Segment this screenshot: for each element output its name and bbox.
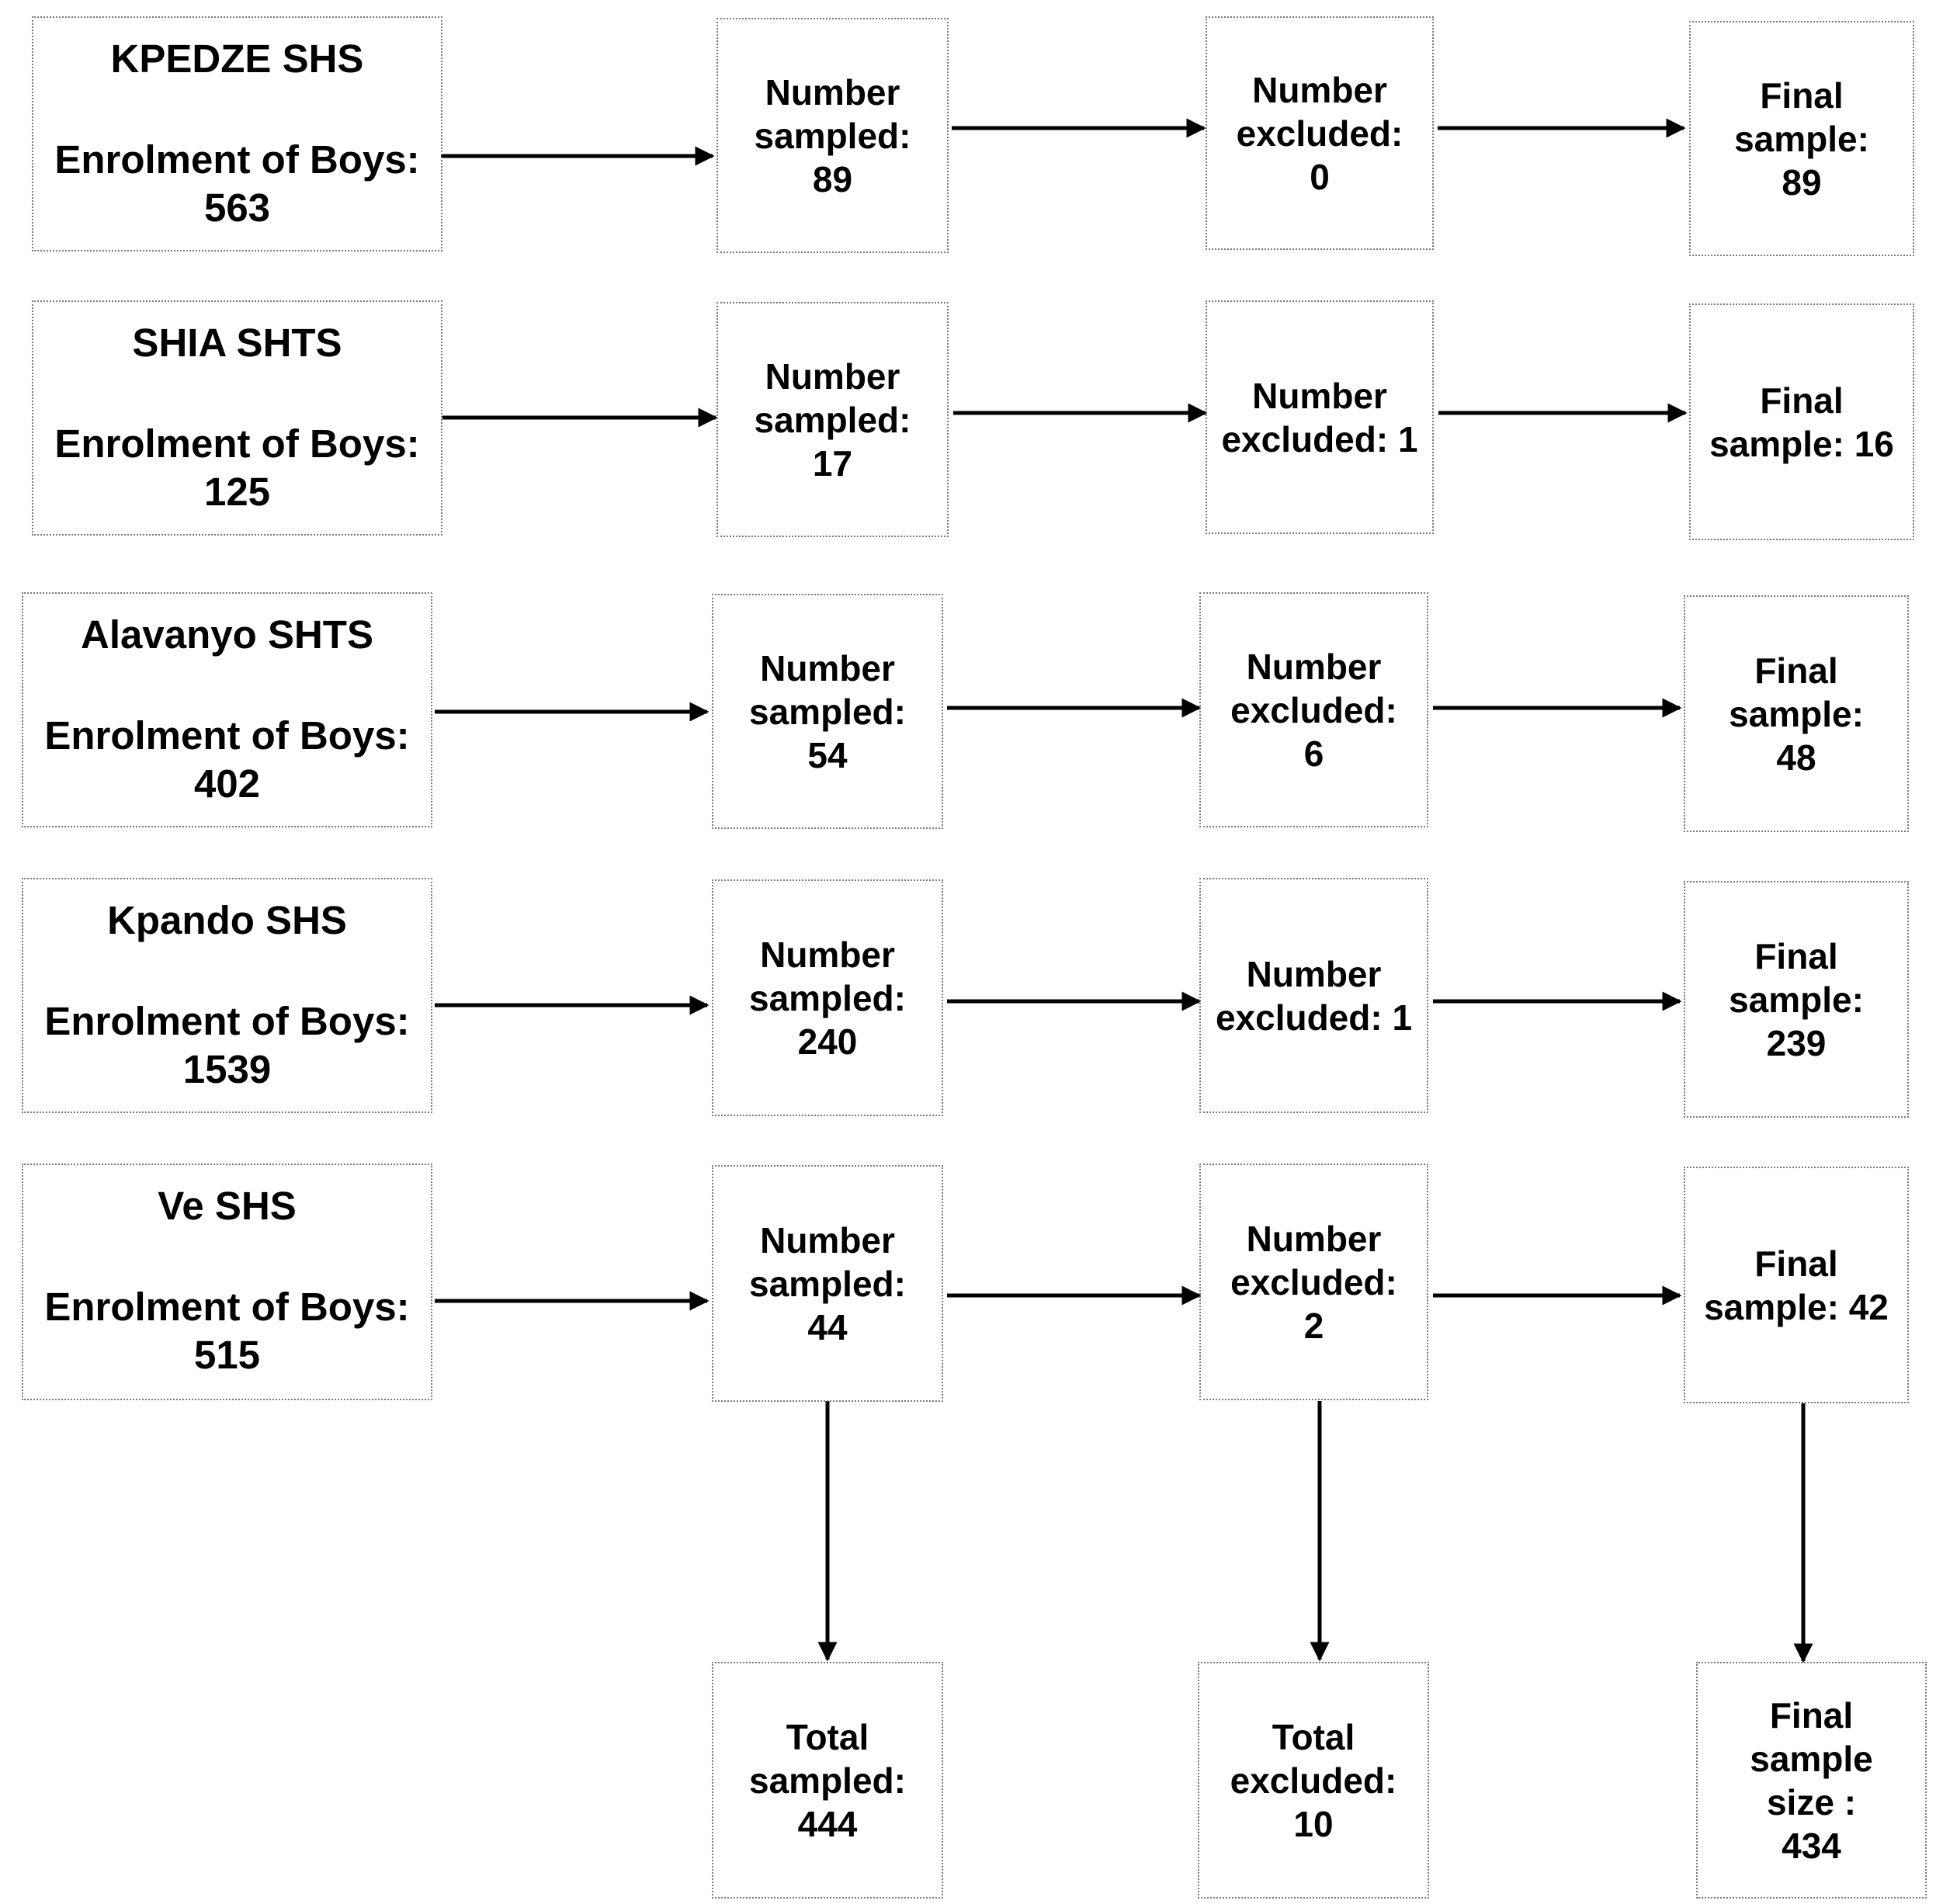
final-box-2: Final sample: 16 bbox=[1689, 303, 1914, 540]
excluded-box-1: Number excluded: 0 bbox=[1206, 16, 1434, 250]
sampled-box-3: Number sampled: 54 bbox=[712, 594, 943, 829]
sampled-line: sampled: bbox=[749, 1263, 906, 1304]
sampled-line: sampled: bbox=[754, 115, 911, 156]
school-name: Kpando SHS bbox=[107, 898, 347, 942]
excluded-value: excluded: 1 bbox=[1215, 997, 1413, 1038]
sampled-line: sampled: bbox=[754, 399, 911, 440]
sampled-box-2: Number sampled: 17 bbox=[716, 302, 949, 537]
final-line: Final bbox=[1760, 75, 1844, 116]
sampled-line: sampled: bbox=[749, 977, 906, 1018]
final-box-1: Final sample: 89 bbox=[1689, 21, 1914, 256]
sampled-line: Number bbox=[760, 1219, 895, 1261]
excluded-value: 2 bbox=[1303, 1305, 1324, 1346]
final-line: Final bbox=[1760, 380, 1844, 421]
excluded-line: Number bbox=[1252, 69, 1387, 110]
excluded-line: Number bbox=[1246, 646, 1382, 687]
final-value: 48 bbox=[1776, 737, 1816, 778]
final-box-5: Final sample: 42 bbox=[1684, 1167, 1909, 1403]
final-sample-size-line: sample bbox=[1750, 1738, 1873, 1779]
sampled-box-5: Number sampled: 44 bbox=[712, 1165, 943, 1402]
excluded-value: 6 bbox=[1303, 733, 1324, 774]
school-box-shia: SHIA SHTS Enrolment of Boys: 125 bbox=[32, 300, 442, 536]
final-line: Final bbox=[1754, 935, 1838, 976]
final-value: 239 bbox=[1766, 1022, 1827, 1063]
school-box-alavanyo: Alavanyo SHTS Enrolment of Boys: 402 bbox=[22, 592, 432, 827]
sampled-value: 17 bbox=[812, 442, 853, 484]
final-sample-size-box: Final sample size : 434 bbox=[1696, 1662, 1927, 1899]
total-sampled-line: sampled: bbox=[749, 1760, 906, 1801]
sampled-line: Number bbox=[760, 934, 895, 975]
excluded-line: Number bbox=[1246, 1218, 1382, 1259]
school-name: SHIA SHTS bbox=[132, 321, 342, 365]
enrolment-value: 1539 bbox=[182, 1047, 272, 1091]
enrolment-value: 402 bbox=[193, 761, 261, 806]
excluded-line: excluded: bbox=[1230, 689, 1397, 730]
total-excluded-box: Total excluded: 10 bbox=[1198, 1662, 1429, 1899]
enrolment-label: Enrolment of Boys: bbox=[44, 713, 410, 758]
excluded-box-2: Number excluded: 1 bbox=[1206, 300, 1434, 534]
sampled-box-1: Number sampled: 89 bbox=[716, 18, 949, 253]
sampled-line: sampled: bbox=[749, 691, 906, 732]
excluded-box-5: Number excluded: 2 bbox=[1199, 1164, 1428, 1400]
sampled-line: Number bbox=[760, 647, 895, 688]
total-sampled-value: 444 bbox=[797, 1803, 858, 1844]
final-sample-size-line: size : bbox=[1766, 1781, 1857, 1822]
enrolment-label: Enrolment of Boys: bbox=[54, 137, 420, 182]
school-box-kpedze: KPEDZE SHS Enrolment of Boys: 563 bbox=[32, 16, 442, 251]
total-sampled-box: Total sampled: 444 bbox=[712, 1662, 943, 1899]
final-value: 89 bbox=[1782, 161, 1822, 203]
excluded-box-3: Number excluded: 6 bbox=[1199, 592, 1428, 827]
school-box-ve: Ve SHS Enrolment of Boys: 515 bbox=[22, 1164, 432, 1400]
final-line: Final bbox=[1754, 1243, 1838, 1284]
excluded-value: excluded: 1 bbox=[1221, 418, 1418, 460]
final-line: Final bbox=[1754, 650, 1838, 691]
sampled-line: Number bbox=[765, 355, 900, 397]
final-value: sample: 42 bbox=[1704, 1286, 1889, 1327]
school-name: Alavanyo SHTS bbox=[81, 612, 373, 657]
enrolment-label: Enrolment of Boys: bbox=[44, 999, 410, 1043]
final-line: sample: bbox=[1734, 118, 1869, 159]
total-sampled-line: Total bbox=[786, 1716, 869, 1757]
final-sample-size-value: 434 bbox=[1782, 1825, 1841, 1866]
excluded-line: excluded: bbox=[1230, 1261, 1397, 1302]
total-excluded-value: 10 bbox=[1293, 1803, 1334, 1844]
school-name: KPEDZE SHS bbox=[110, 36, 364, 81]
sampled-value: 240 bbox=[797, 1021, 858, 1062]
excluded-line: Number bbox=[1246, 953, 1382, 994]
final-value: sample: 16 bbox=[1709, 423, 1894, 464]
final-box-3: Final sample: 48 bbox=[1684, 595, 1909, 832]
excluded-line: excluded: bbox=[1236, 113, 1403, 154]
total-excluded-line: Total bbox=[1272, 1716, 1355, 1757]
total-excluded-line: excluded: bbox=[1230, 1760, 1397, 1801]
excluded-line: Number bbox=[1252, 375, 1387, 416]
sampled-value: 89 bbox=[812, 158, 853, 199]
excluded-value: 0 bbox=[1310, 156, 1330, 197]
sampled-box-4: Number sampled: 240 bbox=[712, 879, 943, 1116]
enrolment-label: Enrolment of Boys: bbox=[44, 1285, 410, 1329]
enrolment-value: 563 bbox=[203, 186, 271, 230]
sampled-value: 54 bbox=[807, 734, 848, 775]
final-line: sample: bbox=[1729, 693, 1864, 734]
sampled-value: 44 bbox=[807, 1306, 848, 1347]
enrolment-value: 125 bbox=[203, 470, 271, 514]
final-line: sample: bbox=[1729, 979, 1864, 1020]
final-sample-size-line: Final bbox=[1769, 1694, 1854, 1736]
final-box-4: Final sample: 239 bbox=[1684, 881, 1909, 1118]
school-box-kpando: Kpando SHS Enrolment of Boys: 1539 bbox=[22, 878, 432, 1113]
school-name: Ve SHS bbox=[158, 1184, 297, 1228]
enrolment-label: Enrolment of Boys: bbox=[54, 421, 420, 466]
enrolment-value: 515 bbox=[193, 1333, 261, 1377]
excluded-box-4: Number excluded: 1 bbox=[1199, 878, 1428, 1113]
sampled-line: Number bbox=[765, 71, 900, 113]
